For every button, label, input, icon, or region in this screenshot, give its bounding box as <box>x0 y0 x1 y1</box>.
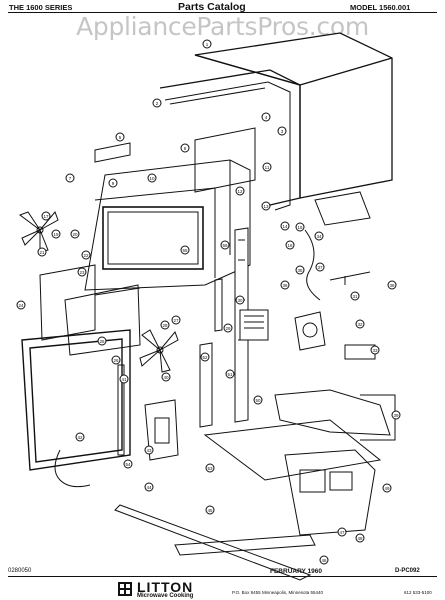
callout-number: 4 <box>265 115 268 120</box>
callout-number: 38 <box>389 283 395 288</box>
callout-number: 7 <box>69 176 72 181</box>
mount-rail-2 <box>214 278 223 332</box>
fan-blade-upper <box>18 211 59 253</box>
page-title: Parts Catalog <box>178 1 246 13</box>
fan-blade-lower <box>139 329 179 373</box>
callout-number: 39 <box>393 413 399 418</box>
callout-number: 47 <box>339 530 345 535</box>
door-front <box>21 329 131 471</box>
latch-window <box>154 417 170 444</box>
callout-number: 5 <box>119 135 122 140</box>
callout-number: 6 <box>184 146 187 151</box>
callout-number: 28 <box>162 323 168 328</box>
mount-rail <box>199 342 213 428</box>
callout-number: 52 <box>202 355 208 360</box>
callout-number: 48 <box>357 536 363 541</box>
callout-number: 35 <box>297 268 303 273</box>
callout-number: 21 <box>39 250 45 255</box>
callout-number: 30 <box>237 298 243 303</box>
callout-number: 37 <box>317 265 323 270</box>
footer-phone: 612 533-5100 <box>404 590 432 595</box>
callout-number: 34 <box>316 234 322 239</box>
callout-number: 17 <box>43 214 49 219</box>
callout-number: 10 <box>149 176 155 181</box>
header-rule <box>8 12 437 13</box>
thermal-fuse-wire <box>304 229 321 301</box>
air-duct <box>274 389 396 441</box>
brand-name: LITTON <box>137 579 194 595</box>
callout-number: 51 <box>227 372 233 377</box>
callout-number: 32 <box>357 322 363 327</box>
litton-logo-icon <box>118 582 132 596</box>
callout-number: 19 <box>53 232 59 237</box>
callout-number: 53 <box>207 466 213 471</box>
footer-code-right: D-PC092 <box>395 568 420 574</box>
brand-subtitle: Microwave Cooking <box>137 593 194 599</box>
callout-markers <box>16 39 401 565</box>
footer-code-left: 0280050 <box>8 568 32 574</box>
fan-motor-bracket <box>294 311 326 351</box>
magnetron <box>239 309 269 341</box>
oven-cavity <box>84 159 251 291</box>
callout-number: 27 <box>173 318 179 323</box>
callout-number: 26 <box>113 358 119 363</box>
callout-number: 46 <box>321 558 327 563</box>
callout-number: 29 <box>225 326 231 331</box>
catalog-date: FEBRUARY 1960 <box>270 568 323 575</box>
callout-number: 2 <box>156 101 159 106</box>
top-plate <box>314 191 371 226</box>
callout-number: 25 <box>99 339 105 344</box>
hv-diode <box>329 271 371 285</box>
callout-number: 20 <box>72 232 78 237</box>
transformer <box>284 449 376 536</box>
callout-number: 3 <box>281 129 284 134</box>
callout-number: 15 <box>297 225 303 230</box>
callout-number: 56 <box>222 243 228 248</box>
model-label: MODEL 1560.001 <box>350 3 411 12</box>
shelf-bracket <box>94 142 131 163</box>
callout-number: 16 <box>287 243 293 248</box>
callout-number: 41 <box>121 377 127 382</box>
callout-number: 50 <box>255 398 261 403</box>
door-hinge-bar <box>117 364 125 456</box>
power-cord <box>54 449 91 488</box>
callout-number: 31 <box>352 294 358 299</box>
callout-number: 11 <box>265 165 270 170</box>
base-plate <box>114 419 382 581</box>
callout-number: 40 <box>163 375 169 380</box>
callout-number: 24 <box>18 303 24 308</box>
callout-number: 43 <box>146 448 152 453</box>
series-label: THE 1600 SERIES <box>9 3 73 12</box>
callout-number: 9 <box>112 181 115 186</box>
callout-number: 14 <box>282 224 288 229</box>
callout-number: 42 <box>77 435 83 440</box>
callout-number: 1 <box>206 42 209 47</box>
footer-address: P.O. Box 9455 Minneapolis, Minnesota 554… <box>232 590 323 595</box>
callout-number: 44 <box>146 485 152 490</box>
callout-number: 33 <box>372 348 378 353</box>
callout-number: 49 <box>384 486 390 491</box>
callout-number: 54 <box>125 462 131 467</box>
callout-number: 55 <box>182 248 188 253</box>
terminal-block <box>344 344 376 360</box>
callout-number: 45 <box>207 508 213 513</box>
callout-number: 36 <box>282 283 288 288</box>
latch-plate <box>144 399 179 461</box>
rear-bracket <box>194 127 256 193</box>
footer-rule <box>8 576 437 577</box>
callout-number: 23 <box>79 270 85 275</box>
callout-number: 13 <box>263 204 269 209</box>
door-inner <box>39 264 141 356</box>
seal-frame <box>164 81 291 211</box>
callout-number: 12 <box>237 189 243 194</box>
callout-number: 22 <box>83 253 89 258</box>
